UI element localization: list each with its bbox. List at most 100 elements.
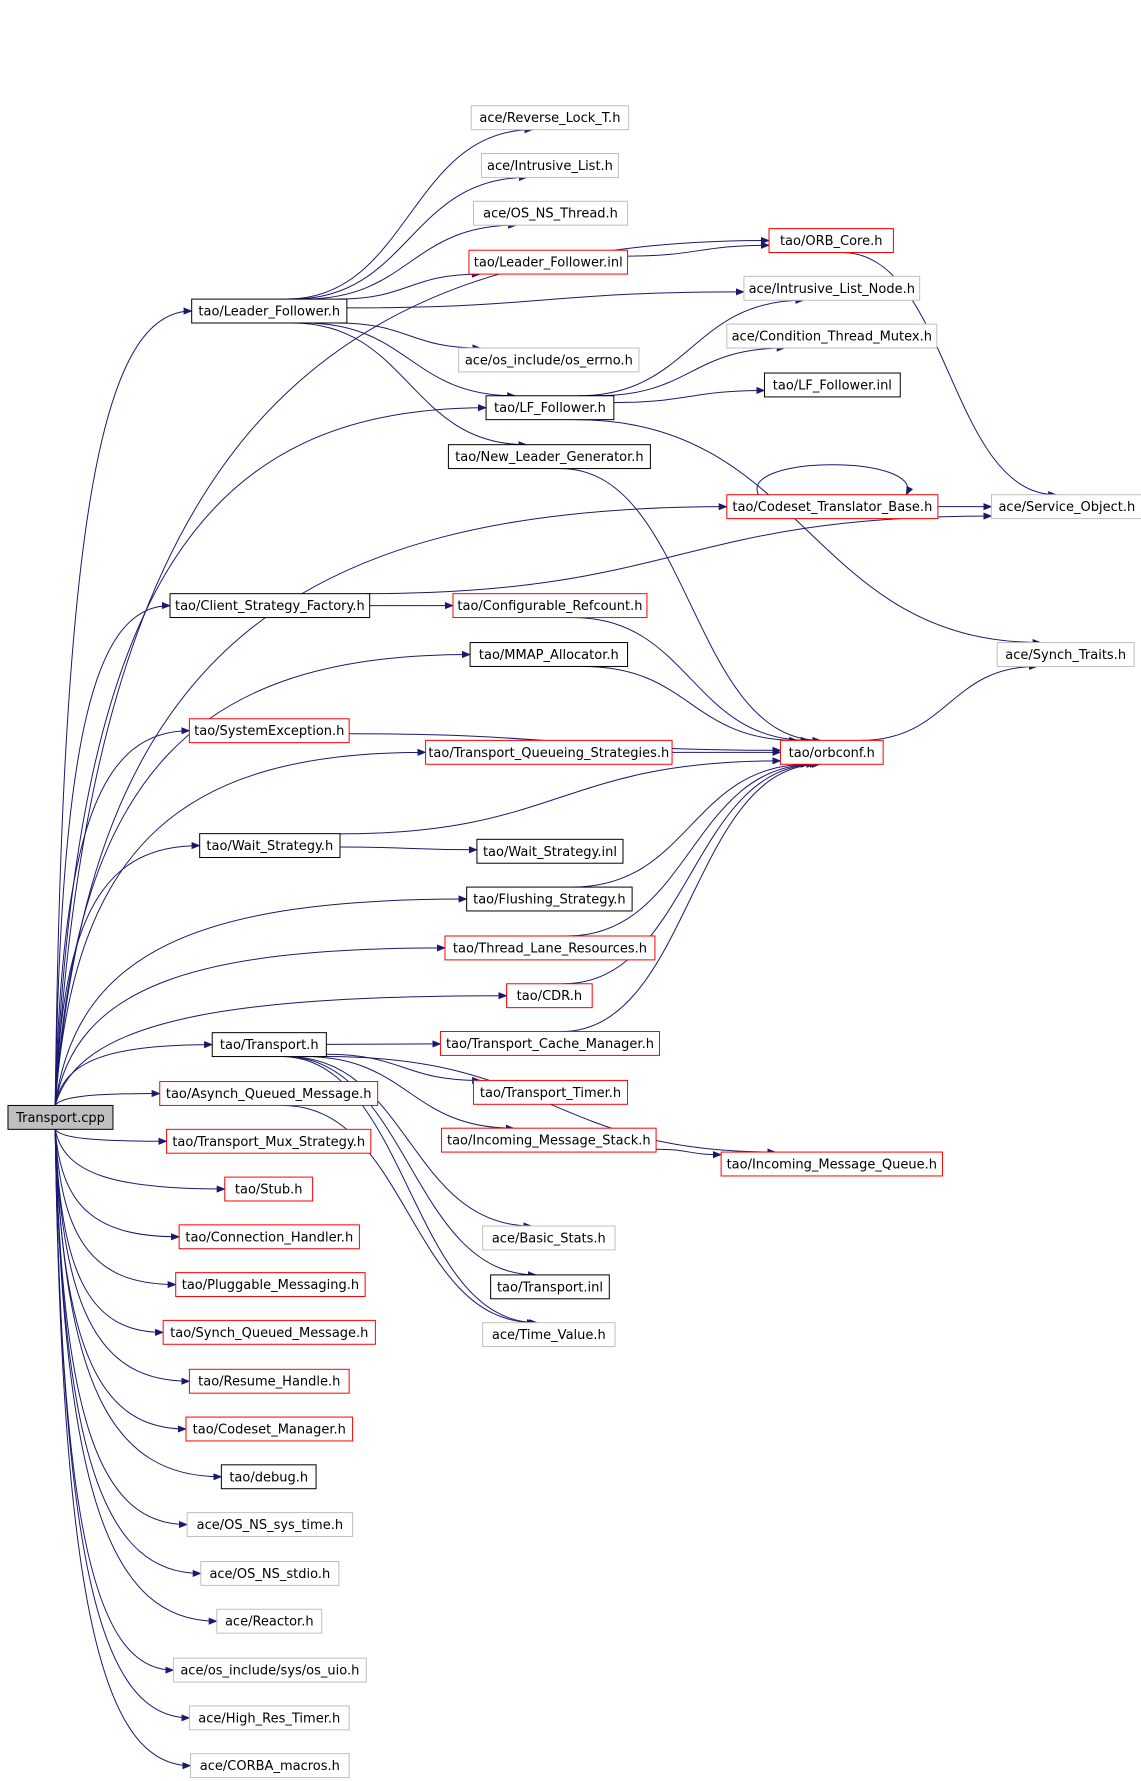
node-label: ace/Intrusive_List_Node.h [749, 282, 915, 297]
edge-new_leader_generator-to-orbconf [560, 468, 822, 744]
node-box [476, 838, 624, 864]
node-label: tao/Leader_Follower.inl [474, 256, 623, 271]
node-lf_follower_inl[interactable]: tao/LF_Follower.inl [763, 372, 901, 398]
node-intrusive_list_node[interactable]: ace/Intrusive_List_Node.h [743, 275, 921, 301]
node-box [996, 642, 1135, 667]
node-system_exception[interactable]: tao/SystemException.h [188, 718, 350, 744]
node-thread_lane_resources[interactable]: tao/Thread_Lane_Resources.h [444, 935, 656, 961]
node-box [468, 249, 629, 275]
node-box [200, 1561, 340, 1586]
node-box [178, 1224, 360, 1250]
node-transport_h[interactable]: tao/Transport.h [211, 1032, 327, 1058]
edge-mmap_allocator-to-orbconf [583, 665, 799, 744]
node-label: tao/Asynch_Queued_Message.h [166, 1087, 372, 1102]
node-box [169, 593, 371, 619]
node-mmap_allocator[interactable]: tao/MMAP_Allocator.h [469, 642, 629, 667]
node-new_leader_generator[interactable]: tao/New_Leader_Generator.h [447, 444, 651, 470]
edge-leader_follower_h-to-intrusive_list_node [346, 288, 745, 309]
node-os_ns_stdio[interactable]: ace/OS_NS_stdio.h [200, 1561, 340, 1586]
node-box [506, 983, 593, 1009]
edge-transport_cpp-to-corba_macros [54, 1129, 192, 1770]
node-codeset_manager[interactable]: tao/Codeset_Manager.h [185, 1416, 354, 1442]
edge-transport_cache_manager-to-orbconf [561, 760, 822, 1033]
node-synch_queued_message[interactable]: tao/Synch_Queued_Message.h [162, 1319, 376, 1345]
node-label: tao/Transport_Timer.h [480, 1086, 621, 1101]
edge-transport_h-to-transport_inl [283, 1056, 538, 1279]
node-codeset_translator_base[interactable]: tao/Codeset_Translator_Base.h [726, 494, 939, 520]
node-transport_cpp[interactable]: Transport.cpp [7, 1104, 114, 1130]
node-basic_stats[interactable]: ace/Basic_Stats.h [482, 1225, 616, 1251]
node-label: ace/Basic_Stats.h [492, 1231, 606, 1246]
node-os_ns_sys_time[interactable]: ace/OS_NS_sys_time.h [186, 1512, 354, 1537]
node-wait_strategy_h[interactable]: tao/Wait_Strategy.h [199, 833, 341, 859]
node-configurable_refcount[interactable]: tao/Configurable_Refcount.h [452, 593, 648, 619]
edge-transport_cpp-to-resume_handle [54, 1129, 191, 1385]
edge-asynch_queued_message-to-time_value [282, 1104, 536, 1327]
node-connection_handler[interactable]: tao/Connection_Handler.h [178, 1224, 360, 1250]
node-label: tao/CDR.h [517, 989, 582, 1004]
node-box [991, 494, 1141, 520]
node-high_res_timer[interactable]: ace/High_Res_Timer.h [188, 1705, 350, 1731]
edge-leader_follower_h-to-os_errno [337, 322, 482, 352]
node-orb_core[interactable]: tao/ORB_Core.h [768, 228, 894, 253]
edge-configurable_refcount-to-orbconf [572, 617, 810, 744]
node-os_errno[interactable]: ace/os_include/os_errno.h [458, 347, 640, 373]
node-label: tao/Wait_Strategy.inl [483, 845, 617, 860]
node-box [199, 833, 341, 859]
node-box [720, 1151, 943, 1177]
node-service_object[interactable]: ace/Service_Object.h [991, 494, 1141, 520]
node-pluggable_messaging[interactable]: tao/Pluggable_Messaging.h [175, 1272, 366, 1298]
node-transport_timer[interactable]: tao/Transport_Timer.h [473, 1079, 629, 1105]
node-os_uio[interactable]: ace/os_include/sys/os_uio.h [172, 1657, 367, 1683]
node-box [473, 1079, 629, 1105]
node-transport_inl[interactable]: tao/Transport.inl [490, 1274, 610, 1300]
node-incoming_message_queue[interactable]: tao/Incoming_Message_Queue.h [720, 1151, 943, 1177]
edge-lf_follower_h-to-intrusive_list_node [578, 296, 805, 397]
edge-leader_follower_h-to-leader_follower_inl [337, 270, 482, 300]
node-label: tao/Leader_Follower.h [198, 305, 340, 320]
node-stub[interactable]: tao/Stub.h [224, 1176, 314, 1202]
node-leader_follower_inl[interactable]: tao/Leader_Follower.inl [468, 249, 629, 275]
node-transport_cache_manager[interactable]: tao/Transport_Cache_Manager.h [439, 1031, 660, 1056]
node-reactor[interactable]: ace/Reactor.h [216, 1608, 323, 1634]
node-box [473, 200, 629, 226]
node-label: ace/Intrusive_List.h [487, 159, 613, 174]
edge-lf_follower_h-to-lf_follower_inl [613, 386, 766, 404]
node-lf_follower_h[interactable]: tao/LF_Follower.h [485, 395, 615, 421]
node-box [469, 642, 629, 667]
node-label: tao/Transport.inl [497, 1280, 603, 1295]
node-cdr[interactable]: tao/CDR.h [506, 983, 593, 1009]
node-client_strategy_factory[interactable]: tao/Client_Strategy_Factory.h [169, 593, 371, 619]
node-transport_queueing_strategies[interactable]: tao/Transport_Queueing_Strategies.h [425, 739, 673, 765]
node-flushing_strategy[interactable]: tao/Flushing_Strategy.h [466, 886, 633, 912]
node-label: tao/Client_Strategy_Factory.h [175, 599, 365, 614]
node-reverse_lock[interactable]: ace/Reverse_Lock_T.h [470, 105, 630, 131]
edge-orb_core-to-service_object [841, 251, 1058, 499]
node-label: tao/Codeset_Translator_Base.h [732, 500, 932, 515]
node-box [466, 886, 633, 912]
node-orbconf[interactable]: tao/orbconf.h [779, 739, 884, 765]
node-box [220, 1464, 317, 1490]
node-resume_handle[interactable]: tao/Resume_Handle.h [188, 1368, 350, 1394]
node-box [175, 1272, 366, 1298]
node-box [470, 105, 630, 131]
node-intrusive_list[interactable]: ace/Intrusive_List.h [481, 153, 619, 178]
node-incoming_message_stack[interactable]: tao/Incoming_Message_Stack.h [441, 1127, 657, 1153]
node-label: tao/Incoming_Message_Stack.h [447, 1134, 651, 1149]
node-os_ns_thread[interactable]: ace/OS_NS_Thread.h [473, 200, 629, 226]
node-wait_strategy_inl[interactable]: tao/Wait_Strategy.inl [476, 838, 624, 864]
node-synch_traits[interactable]: ace/Synch_Traits.h [996, 642, 1135, 667]
node-debug[interactable]: tao/debug.h [220, 1464, 317, 1490]
node-leader_follower_h[interactable]: tao/Leader_Follower.h [191, 298, 348, 324]
node-box [441, 1127, 657, 1153]
node-box [7, 1104, 114, 1130]
node-asynch_queued_message[interactable]: tao/Asynch_Queued_Message.h [159, 1081, 379, 1106]
edge-transport_cpp-to-wait_strategy_h [54, 841, 201, 1106]
node-time_value[interactable]: ace/Time_Value.h [482, 1322, 616, 1348]
node-box [779, 739, 884, 765]
node-transport_mux_strategy[interactable]: tao/Transport_Mux_Strategy.h [166, 1128, 372, 1154]
node-layer: Transport.cpp tao/Leader_Follower.h ace/Re… [7, 105, 1141, 1779]
node-corba_macros[interactable]: ace/CORBA_macros.h [190, 1753, 350, 1779]
node-condition_thread_mutex[interactable]: ace/Condition_Thread_Mutex.h [726, 323, 938, 349]
